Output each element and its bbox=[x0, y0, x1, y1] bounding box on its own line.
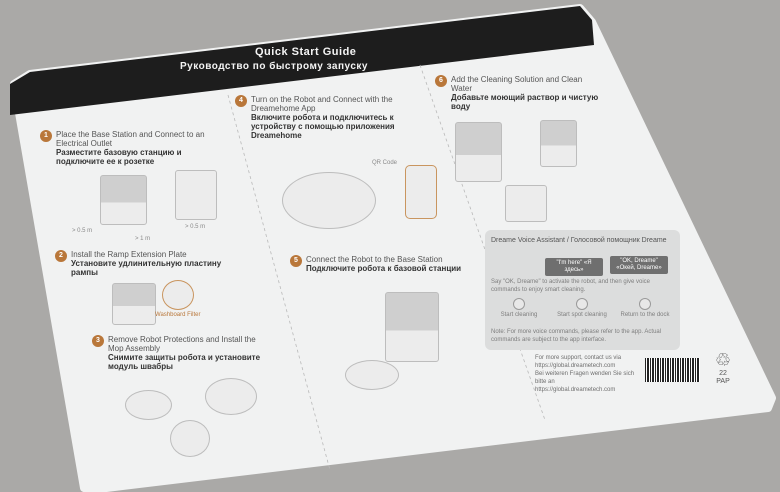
step-title-en: Turn on the Robot and Connect with the D… bbox=[251, 95, 393, 113]
robot-illustration bbox=[125, 390, 172, 420]
support-url: https://global.dreametech.com bbox=[535, 387, 616, 393]
step-4: 4 Turn on the Robot and Connect with the… bbox=[235, 95, 415, 140]
base-station-illustration bbox=[100, 175, 147, 225]
step-title-ru: Включите робота и подключитесь к устройс… bbox=[251, 113, 395, 140]
step-1: 1 Place the Base Station and Connect to … bbox=[40, 130, 215, 166]
step-title-ru: Снимите защиты робота и установите модул… bbox=[108, 353, 261, 371]
step-title-ru: Установите удлинительную пластину рампы bbox=[71, 259, 222, 277]
ramp-illustration bbox=[112, 283, 156, 325]
step-number: 6 bbox=[435, 75, 447, 87]
mop-illustration bbox=[205, 378, 257, 415]
bubble-here: "I'm here" «Я здесь» bbox=[545, 258, 603, 276]
distance-label: > 0.5 m bbox=[185, 224, 206, 230]
filter-detail-illustration bbox=[162, 280, 194, 310]
step-title-ru: Подключите робота к базовой станции bbox=[306, 264, 462, 273]
dock-illustration bbox=[385, 292, 439, 362]
title-en: Quick Start Guide bbox=[255, 46, 357, 58]
voice-assistant-panel: Dreame Voice Assistant / Голосовой помощ… bbox=[485, 230, 680, 350]
qr-code-label: QR Code bbox=[372, 160, 398, 166]
column-divider bbox=[227, 94, 331, 471]
robot-docking-illustration bbox=[345, 360, 399, 390]
support-info: For more support, contact us via https:/… bbox=[535, 354, 640, 394]
step-2: 2 Install the Ramp Extension Plate Устан… bbox=[55, 250, 230, 277]
distance-label: > 1 m bbox=[135, 236, 151, 242]
bubble-ok-dreame: "OK, Dreame" «Окей, Dreame» bbox=[610, 256, 668, 274]
command-return-dock: Return to the dock bbox=[615, 298, 675, 319]
phone-app-illustration bbox=[405, 165, 437, 219]
step-3: 3 Remove Robot Protections and Install t… bbox=[92, 335, 267, 371]
spot-icon bbox=[576, 298, 588, 310]
step-number: 3 bbox=[92, 335, 104, 347]
voice-title: Dreame Voice Assistant / Голосовой помощ… bbox=[491, 237, 667, 244]
robot-bottom-illustration bbox=[170, 420, 210, 457]
step-number: 1 bbox=[40, 130, 52, 142]
command-start-cleaning: Start cleaning bbox=[489, 298, 549, 319]
support-url: https://global.dreametech.com bbox=[535, 363, 616, 369]
barcode bbox=[645, 358, 700, 382]
outlet-illustration bbox=[175, 170, 217, 220]
step-6: 6 Add the Cleaning Solution and Clean Wa… bbox=[435, 75, 603, 111]
command-label: Return to the dock bbox=[620, 312, 670, 318]
step-title-en: Add the Cleaning Solution and Clean Wate… bbox=[451, 75, 583, 93]
step-title-en: Place the Base Station and Connect to an… bbox=[56, 130, 205, 148]
command-label: Start spot cleaning bbox=[557, 312, 607, 318]
step-title-ru: Добавьте моющий раствор и чистую воду bbox=[451, 93, 599, 111]
command-spot-cleaning: Start spot cleaning bbox=[552, 298, 612, 319]
step-number: 4 bbox=[235, 95, 247, 107]
recycle-code: 22 bbox=[719, 370, 727, 377]
robot-top-illustration bbox=[282, 172, 376, 229]
command-label: Start cleaning bbox=[500, 312, 538, 318]
support-line: For more support, contact us via bbox=[535, 355, 622, 361]
title-ru: Руководство по быстрому запуску bbox=[180, 61, 368, 72]
cleaning-icon bbox=[513, 298, 525, 310]
distance-label: > 0.5 m bbox=[72, 228, 93, 234]
step-title-en: Connect the Robot to the Base Station bbox=[306, 255, 443, 264]
step-title-en: Remove Robot Protections and Install the… bbox=[108, 335, 256, 353]
step-number: 5 bbox=[290, 255, 302, 267]
washboard-filter-label: Washboard Filter bbox=[155, 312, 201, 318]
header-band bbox=[10, 6, 594, 115]
water-tank-illustration bbox=[505, 185, 547, 222]
support-line: Bei weiteren Fragen wenden Sie sich bitt… bbox=[535, 371, 635, 385]
voice-note: Note: For more voice commands, please re… bbox=[491, 329, 662, 343]
dock-icon bbox=[639, 298, 651, 310]
tank-illustration bbox=[455, 122, 502, 182]
recycle-icon: ♲ bbox=[714, 350, 732, 370]
step-title-en: Install the Ramp Extension Plate bbox=[71, 250, 187, 259]
step-title-ru: Разместите базовую станцию и подключите … bbox=[56, 148, 182, 166]
recycle-symbol: ♲ 22 PAP bbox=[705, 350, 741, 386]
detergent-illustration bbox=[540, 120, 577, 167]
recycle-label: PAP bbox=[716, 378, 730, 385]
voice-description: Say "OK, Dreame" to activate the robot, … bbox=[491, 279, 651, 293]
step-number: 2 bbox=[55, 250, 67, 262]
column-divider bbox=[419, 64, 546, 421]
step-5: 5 Connect the Robot to the Base Station … bbox=[290, 255, 462, 273]
